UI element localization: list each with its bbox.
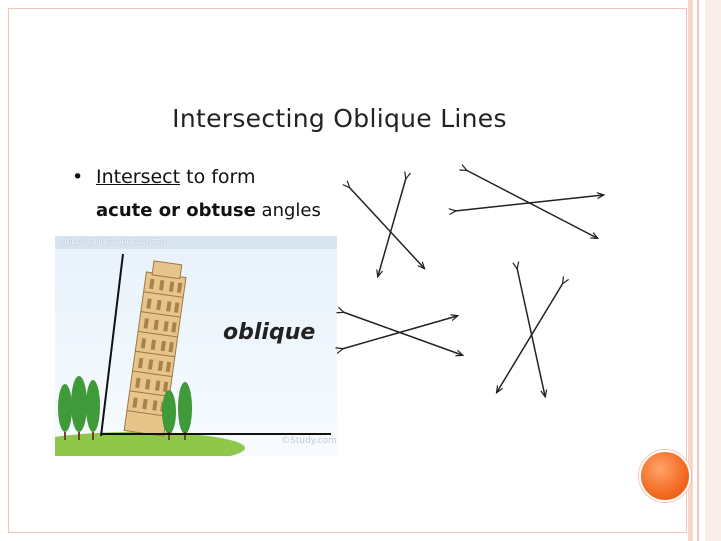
- line-pair4-b: [497, 283, 563, 392]
- angles-text: angles: [255, 200, 321, 221]
- slide-title: Intersecting Oblique Lines: [172, 104, 507, 133]
- side-rail: [688, 0, 693, 541]
- line-pair4-a: [517, 268, 545, 396]
- tower-drawing: [55, 253, 331, 456]
- illustration-caption: OBLIQUE LINES ARE SLANTED: [55, 236, 337, 249]
- line-pair2-a: [466, 170, 597, 238]
- bullet-line-2: acute or obtuse angles: [96, 200, 321, 221]
- intersect-word: Intersect: [96, 166, 181, 188]
- line-pair3-a: [343, 312, 462, 355]
- leaning-tower-illustration: OBLIQUE LINES ARE SLANTED: [55, 236, 337, 456]
- to-form-text: to form: [180, 166, 256, 188]
- acute-obtuse-text: acute or obtuse: [96, 200, 256, 221]
- line-pair1-a: [349, 187, 424, 268]
- side-rail-outer: [705, 0, 721, 541]
- orange-orb-decoration: [639, 450, 691, 502]
- oblique-label: oblique: [223, 320, 316, 345]
- bullet-marker: •: [72, 166, 84, 188]
- bullet-line-1: Intersect to form: [96, 166, 256, 188]
- study-watermark: ©Study.com: [281, 436, 337, 446]
- line-pair1-b: [378, 178, 406, 276]
- side-rail-thin: [697, 0, 699, 541]
- line-pair2-b: [455, 195, 603, 211]
- line-pair3-b: [342, 316, 457, 349]
- slide-frame: [8, 8, 687, 533]
